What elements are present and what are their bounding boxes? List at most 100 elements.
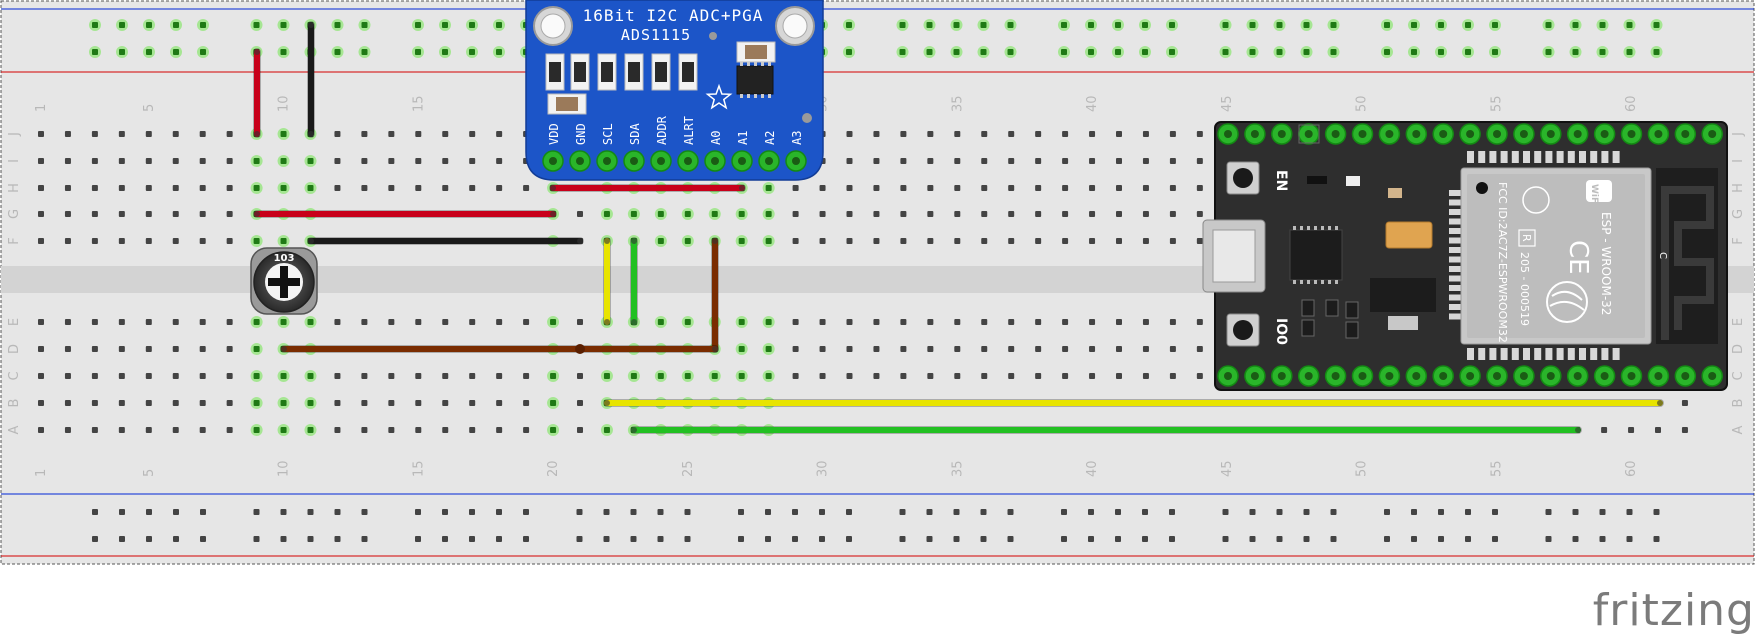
rail-hole-top [1249, 22, 1256, 28]
row-letter-right: E [1731, 318, 1746, 326]
hole [280, 131, 287, 137]
hole [253, 319, 260, 325]
row-letter-left: A [7, 425, 22, 434]
hole [981, 131, 988, 137]
esp-header-hole [1573, 130, 1582, 138]
rail-hole-bottom [630, 536, 637, 542]
rail-hole-top [253, 22, 260, 28]
hole [657, 319, 664, 325]
hole [388, 131, 395, 137]
esp-header-hole [1519, 130, 1528, 138]
hole [361, 185, 368, 191]
hole [118, 238, 125, 244]
row-letter-right: C [1731, 371, 1746, 380]
hole [469, 185, 476, 191]
column-number-bottom: 30 [816, 460, 831, 477]
wifi-badge [1586, 180, 1612, 202]
hole [415, 373, 422, 379]
hole [1601, 427, 1608, 433]
ads-pin-label: A3 [790, 131, 804, 145]
chip-pin [1335, 280, 1338, 284]
rail-hole-bottom [200, 509, 206, 515]
hole [145, 427, 152, 433]
hole [1196, 211, 1203, 217]
hole [765, 319, 772, 325]
rail-hole-bottom [980, 536, 987, 542]
hole [145, 346, 152, 352]
esp-header-hole [1277, 372, 1286, 380]
hole [981, 238, 988, 244]
hole [388, 158, 395, 164]
rail-hole-bottom [1465, 536, 1471, 542]
hole [846, 185, 853, 191]
hole [388, 427, 395, 433]
esp-header-hole [1681, 372, 1690, 380]
hole [1142, 158, 1149, 164]
hole [873, 185, 880, 191]
column-number-top: 50 [1355, 95, 1370, 112]
rail-hole-bottom [846, 509, 852, 515]
hole [1035, 185, 1042, 191]
rail-hole-top [1545, 49, 1552, 55]
esp-header-hole [1412, 130, 1421, 138]
hole [1089, 158, 1096, 164]
hole [954, 131, 961, 137]
column-number-bottom: 60 [1624, 460, 1639, 477]
rail-hole-bottom [1142, 509, 1148, 515]
rail-hole-bottom [657, 536, 664, 542]
column-number-bottom: 40 [1085, 460, 1100, 477]
chip-pin [1335, 226, 1338, 230]
hole [38, 400, 44, 406]
ads-via [802, 113, 812, 123]
row-letter-left: J [7, 132, 22, 137]
hole [577, 211, 583, 217]
module-pad [1478, 348, 1486, 360]
hole [819, 211, 826, 217]
hole [1142, 346, 1149, 352]
row-letter-right: I [1731, 159, 1746, 163]
module-cert-text: 205 - 000519 [1518, 252, 1531, 326]
rail-hole-bottom [1061, 536, 1067, 542]
hole [765, 346, 772, 352]
rail-hole-top [1276, 49, 1283, 55]
hole [172, 400, 179, 406]
hole [199, 238, 206, 244]
row-letter-left: B [7, 399, 22, 408]
row-letter-right: H [1731, 183, 1746, 193]
hole [954, 185, 961, 191]
hole [253, 238, 260, 244]
hole [1089, 346, 1096, 352]
rail-hole-bottom [1653, 509, 1660, 515]
column-number-top: 1 [34, 104, 49, 112]
module-pad [1500, 348, 1508, 360]
chip-pin [754, 94, 757, 98]
rail-hole-top [1222, 49, 1229, 55]
rail-hole-top [1303, 49, 1310, 55]
ads-pin-hole [711, 157, 719, 165]
rail-hole-bottom [1249, 536, 1256, 542]
chip-pin [740, 94, 743, 98]
rail-hole-top [173, 22, 179, 28]
ce-mark: CE [1563, 240, 1593, 275]
rail-hole-top [415, 22, 421, 28]
rail-hole-top [846, 22, 852, 28]
rail-hole-bottom [603, 536, 610, 542]
hole [118, 427, 125, 433]
hole [199, 185, 206, 191]
hole [1089, 373, 1096, 379]
hole [199, 158, 206, 164]
hole [630, 211, 637, 217]
module-pad [1590, 151, 1598, 163]
regulator [1370, 278, 1436, 312]
ads-pin-hole [657, 157, 665, 165]
hole [550, 427, 557, 433]
hole [172, 185, 179, 191]
ads1115-chip [736, 65, 774, 95]
rail-hole-top [1088, 49, 1094, 55]
rail-hole-bottom [92, 536, 98, 542]
rail-hole-top [1303, 22, 1310, 28]
regulator-tab [1388, 316, 1418, 330]
module-pad [1545, 348, 1553, 360]
hole [738, 319, 745, 325]
hole [846, 346, 853, 352]
